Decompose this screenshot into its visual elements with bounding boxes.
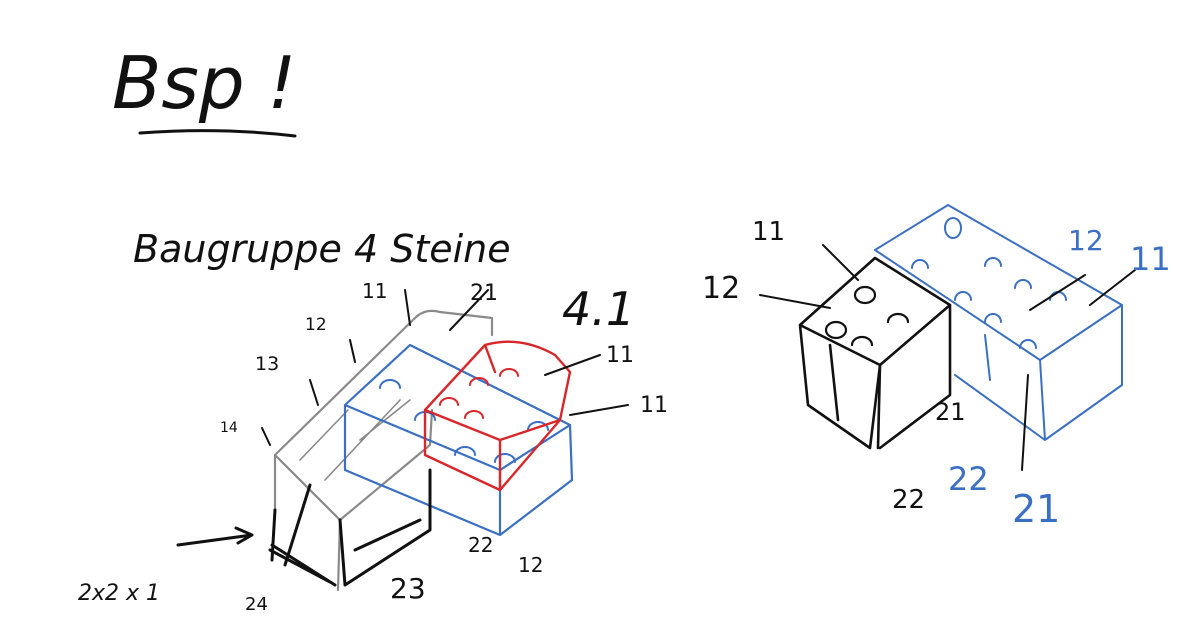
black-brick-arrow [176, 526, 254, 547]
label-gray-21: 21 [470, 281, 498, 306]
label-gray-11: 11 [362, 279, 387, 303]
label-blue-right-11: 11 [1130, 240, 1171, 278]
label-black-12: 12 [702, 271, 740, 306]
left-leader-lines [261, 289, 629, 446]
right-assembly-drawing [759, 204, 1136, 471]
right-labels: 11 12 21 22 12 11 22 21 [702, 217, 1171, 531]
label-bottom-23: 23 [390, 572, 426, 605]
brick-size-label: 2x2 x 1 [78, 581, 160, 606]
label-black-21: 21 [935, 398, 966, 426]
label-black-11: 11 [752, 217, 785, 247]
black-brick-outline [268, 468, 432, 587]
label-red-11-side: 11 [640, 393, 668, 418]
heading-group: Bsp ! [112, 41, 297, 138]
label-blue-right-21: 21 [1012, 487, 1060, 531]
blue-brick-outline [343, 343, 574, 537]
label-gray-14: 14 [220, 420, 238, 436]
left-assembly-drawing [176, 289, 629, 592]
label-bottom-24: 24 [245, 594, 268, 615]
left-labels: 4.1 2x2 x 1 11 12 13 14 21 11 11 22 12 2… [78, 279, 668, 615]
gray-brick-inner [299, 399, 411, 481]
label-red-11-top: 11 [606, 343, 634, 368]
right-black-brick-outline [798, 256, 952, 450]
red-brick-outline [423, 340, 572, 492]
right-black-studs [824, 285, 910, 347]
label-black-22: 22 [892, 485, 925, 515]
label-blue-right-12: 12 [1068, 224, 1104, 257]
label-gray-12: 12 [305, 315, 327, 335]
label-blue-12: 12 [518, 553, 543, 577]
label-gray-13: 13 [255, 353, 279, 375]
right-blue-studs [911, 217, 1067, 349]
right-leader-lines [759, 244, 1136, 471]
right-blue-brick-outline [874, 204, 1123, 441]
blue-brick-studs [379, 379, 549, 463]
subheading: Baugruppe 4 Steine [133, 227, 511, 271]
red-brick-studs [439, 368, 519, 419]
gray-brick-outline [273, 309, 494, 592]
heading-title: Bsp ! [112, 41, 296, 125]
label-blue-right-22: 22 [948, 460, 989, 498]
step-label: 4.1 [562, 282, 635, 336]
label-blue-22: 22 [468, 533, 493, 557]
heading-underline [138, 129, 297, 138]
